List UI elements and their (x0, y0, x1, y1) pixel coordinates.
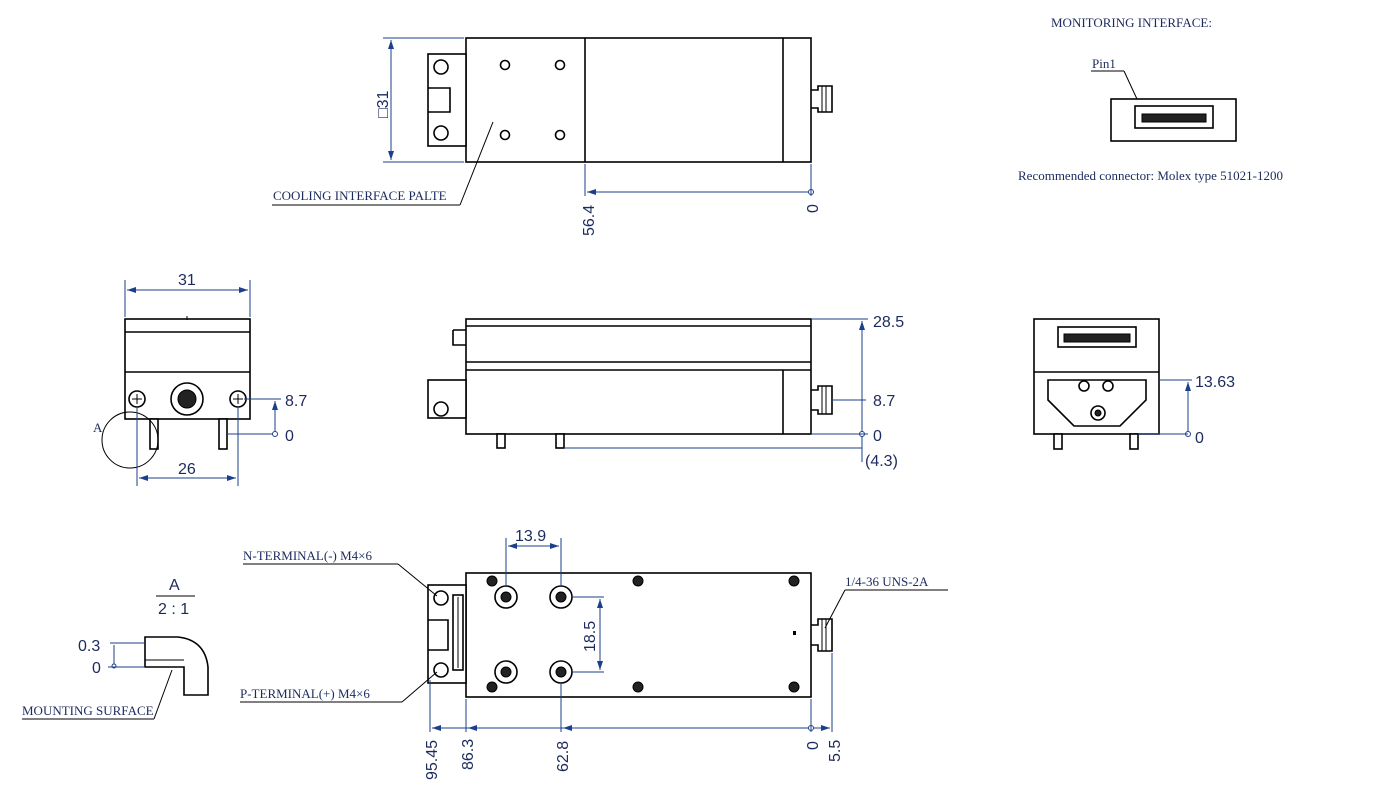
detail-a-title: A (169, 577, 180, 594)
top-view: □31 56.4 0 COOLING INTERFACE PALTE (272, 37, 833, 236)
side-view: 28.5 8.7 0 (4.3) (427, 314, 904, 470)
dim-front-8-7: 8.7 (285, 393, 307, 410)
n-terminal-label: N-TERMINAL(-) M4×6 (243, 548, 373, 563)
detail-a-callout: A (93, 420, 103, 435)
dim-bottom-0: 0 (805, 741, 822, 750)
monitoring-interface: MONITORING INTERFACE: Pin1 Recommended c… (1018, 15, 1283, 183)
rear-view: 13.63 0 (1033, 318, 1235, 450)
p-terminal-label: P-TERMINAL(+) M4×6 (240, 686, 370, 701)
mounting-surface-label: MOUNTING SURFACE (22, 703, 154, 718)
dim-side-8-7: 8.7 (873, 393, 895, 410)
dim-detail-0: 0 (92, 660, 101, 677)
dim-square-31: □31 (375, 90, 392, 118)
dim-top-56-4: 56.4 (581, 205, 598, 236)
front-view: A 31 8.7 0 26 (93, 272, 307, 486)
bottom-view: 13.9 18.5 95.45 86.3 62.8 0 5.5 N-TERMIN… (240, 528, 948, 780)
dim-bottom-18-5: 18.5 (582, 621, 599, 652)
detail-a-scale: 2 : 1 (158, 601, 189, 618)
dim-side-4-3: (4.3) (865, 453, 898, 470)
dim-bottom-86-3: 86.3 (460, 739, 477, 770)
cooling-interface-label: COOLING INTERFACE PALTE (273, 188, 447, 203)
dim-bottom-13-9: 13.9 (515, 528, 546, 545)
dim-detail-0-3: 0.3 (78, 638, 100, 655)
monitoring-interface-title: MONITORING INTERFACE: (1051, 15, 1212, 30)
dim-rear-0: 0 (1195, 430, 1204, 447)
dim-bottom-62-8: 62.8 (555, 741, 572, 772)
thread-label: 1/4-36 UNS-2A (845, 574, 929, 589)
dim-front-31: 31 (178, 272, 196, 289)
dim-side-0: 0 (873, 428, 882, 445)
dim-bottom-95-45: 95.45 (424, 740, 441, 780)
detail-a-view: A 2 : 1 0.3 0 MOUNTING SURFACE (22, 577, 209, 720)
recommended-connector-text: Recommended connector: Molex type 51021-… (1018, 168, 1283, 183)
dim-top-0: 0 (805, 204, 822, 213)
pin1-label: Pin1 (1092, 56, 1116, 71)
dim-bottom-5-5: 5.5 (827, 740, 844, 762)
dim-rear-13-63: 13.63 (1195, 374, 1235, 391)
dim-front-26: 26 (178, 461, 196, 478)
dim-side-28-5: 28.5 (873, 314, 904, 331)
dim-front-0: 0 (285, 428, 294, 445)
